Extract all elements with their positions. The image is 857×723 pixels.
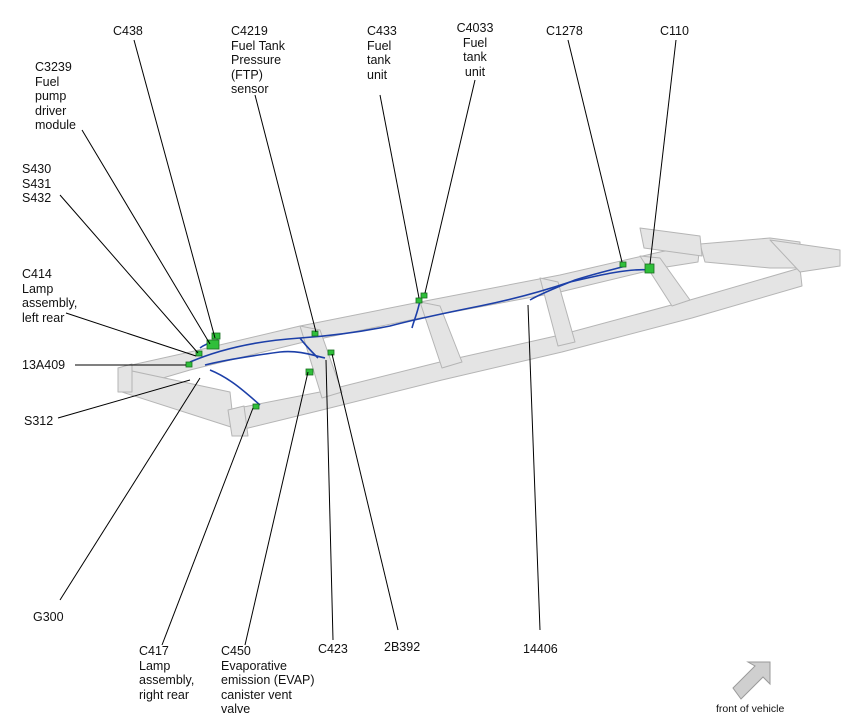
- connector-c110: [644, 263, 655, 274]
- connector-c417: [252, 403, 260, 410]
- leader-lines: [57, 39, 677, 646]
- connector-2b392: [327, 349, 335, 356]
- vehicle-frame: [117, 227, 841, 437]
- label-s312: S312: [24, 414, 54, 428]
- label-c110: C110: [660, 24, 689, 38]
- front-of-vehicle-label: front of vehicle: [716, 703, 785, 715]
- label-2b392: 2B392: [384, 640, 421, 654]
- connector-c414: [195, 350, 203, 357]
- front-direction-arrow-icon: [732, 661, 771, 700]
- wiring-harness: [189, 265, 651, 406]
- label-c438: C438: [113, 24, 143, 38]
- label-g300: G300: [33, 610, 64, 624]
- harness-connectors: [185, 261, 655, 410]
- connector-c438: [211, 332, 221, 340]
- connector-c4219: [311, 330, 319, 337]
- connector-c4033: [420, 292, 428, 299]
- label-13a409: 13A409: [22, 358, 66, 372]
- label-c1278: C1278: [546, 24, 583, 38]
- connector-13a409: [185, 361, 193, 368]
- connector-c423: [305, 368, 314, 376]
- connector-c433: [415, 297, 423, 304]
- connector-c1278: [619, 261, 627, 268]
- connector-c3239: [206, 339, 220, 350]
- label-c423: C423: [318, 642, 348, 656]
- label-14406: 14406: [523, 642, 558, 656]
